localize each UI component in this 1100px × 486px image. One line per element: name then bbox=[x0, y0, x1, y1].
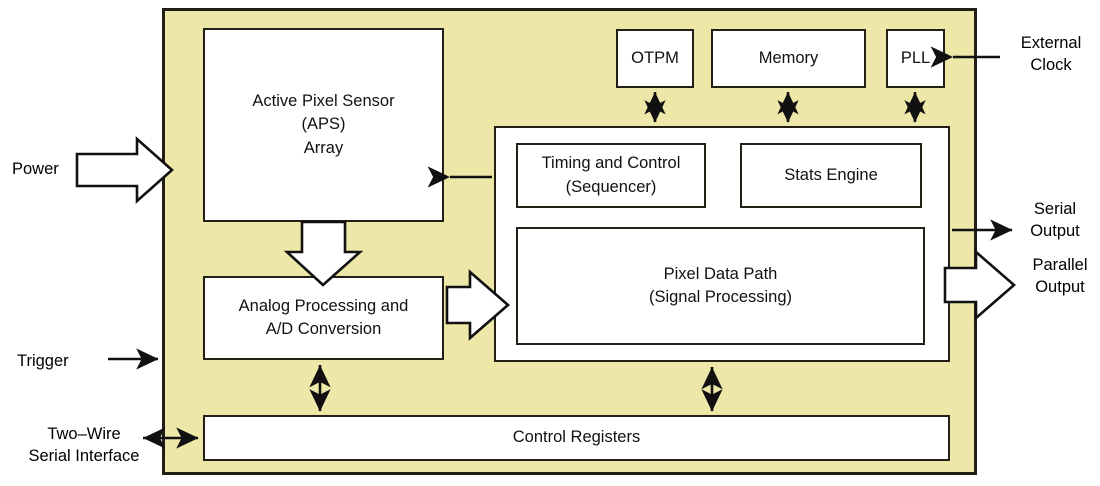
two-wire-line-2: Serial Interface bbox=[28, 446, 140, 465]
power-line-1: Power bbox=[12, 160, 59, 178]
label-external-clock: External Clock bbox=[1011, 33, 1091, 77]
analog-line-1: Analog Processing and bbox=[238, 296, 409, 315]
label-power: Power bbox=[12, 159, 59, 181]
control-registers-label: Control Registers bbox=[512, 428, 641, 447]
analog-line-2: A/D Conversion bbox=[265, 320, 382, 338]
block-active-pixel-sensor-array: Active Pixel Sensor (APS) Array bbox=[203, 28, 444, 222]
pixelpath-line-2: (Signal Processing) bbox=[648, 288, 793, 306]
timing-line-1: Timing and Control bbox=[541, 154, 681, 173]
external-clock-line-1: External bbox=[1020, 34, 1082, 52]
pll-label: PLL bbox=[900, 48, 931, 67]
block-pll: PLL bbox=[886, 29, 945, 88]
block-pixel-data-path: Pixel Data Path (Signal Processing) bbox=[516, 227, 925, 345]
aps-line-1: Active Pixel Sensor bbox=[252, 91, 395, 110]
pixelpath-line-1: Pixel Data Path bbox=[663, 264, 778, 283]
blockarrow-power-in bbox=[75, 136, 174, 204]
block-analog-processing: Analog Processing and A/D Conversion bbox=[203, 276, 444, 360]
parallel-output-line-2: Output bbox=[1035, 277, 1085, 296]
label-trigger: Trigger bbox=[17, 351, 69, 373]
serial-output-line-2: Output bbox=[1030, 221, 1080, 240]
label-two-wire-serial-interface: Two–Wire Serial Interface bbox=[18, 424, 150, 468]
aps-line-2: (APS) bbox=[301, 115, 346, 134]
block-control-registers: Control Registers bbox=[203, 415, 950, 461]
timing-line-2: (Sequencer) bbox=[565, 177, 657, 196]
parallel-output-line-1: Parallel bbox=[1032, 256, 1088, 274]
serial-output-line-1: Serial bbox=[1033, 200, 1077, 218]
aps-line-3: Array bbox=[303, 138, 344, 157]
block-stats-engine: Stats Engine bbox=[740, 143, 922, 208]
memory-label: Memory bbox=[758, 48, 819, 67]
block-memory: Memory bbox=[711, 29, 866, 88]
block-timing-and-control: Timing and Control (Sequencer) bbox=[516, 143, 706, 208]
two-wire-line-1: Two–Wire bbox=[47, 425, 121, 443]
trigger-line-1: Trigger bbox=[17, 352, 69, 370]
label-parallel-output: Parallel Output bbox=[1021, 255, 1099, 299]
label-serial-output: Serial Output bbox=[1022, 199, 1088, 243]
external-clock-line-2: Clock bbox=[1030, 55, 1072, 74]
otpm-label: OTPM bbox=[631, 48, 679, 67]
block-otpm: OTPM bbox=[616, 29, 694, 88]
stats-label: Stats Engine bbox=[784, 165, 878, 184]
